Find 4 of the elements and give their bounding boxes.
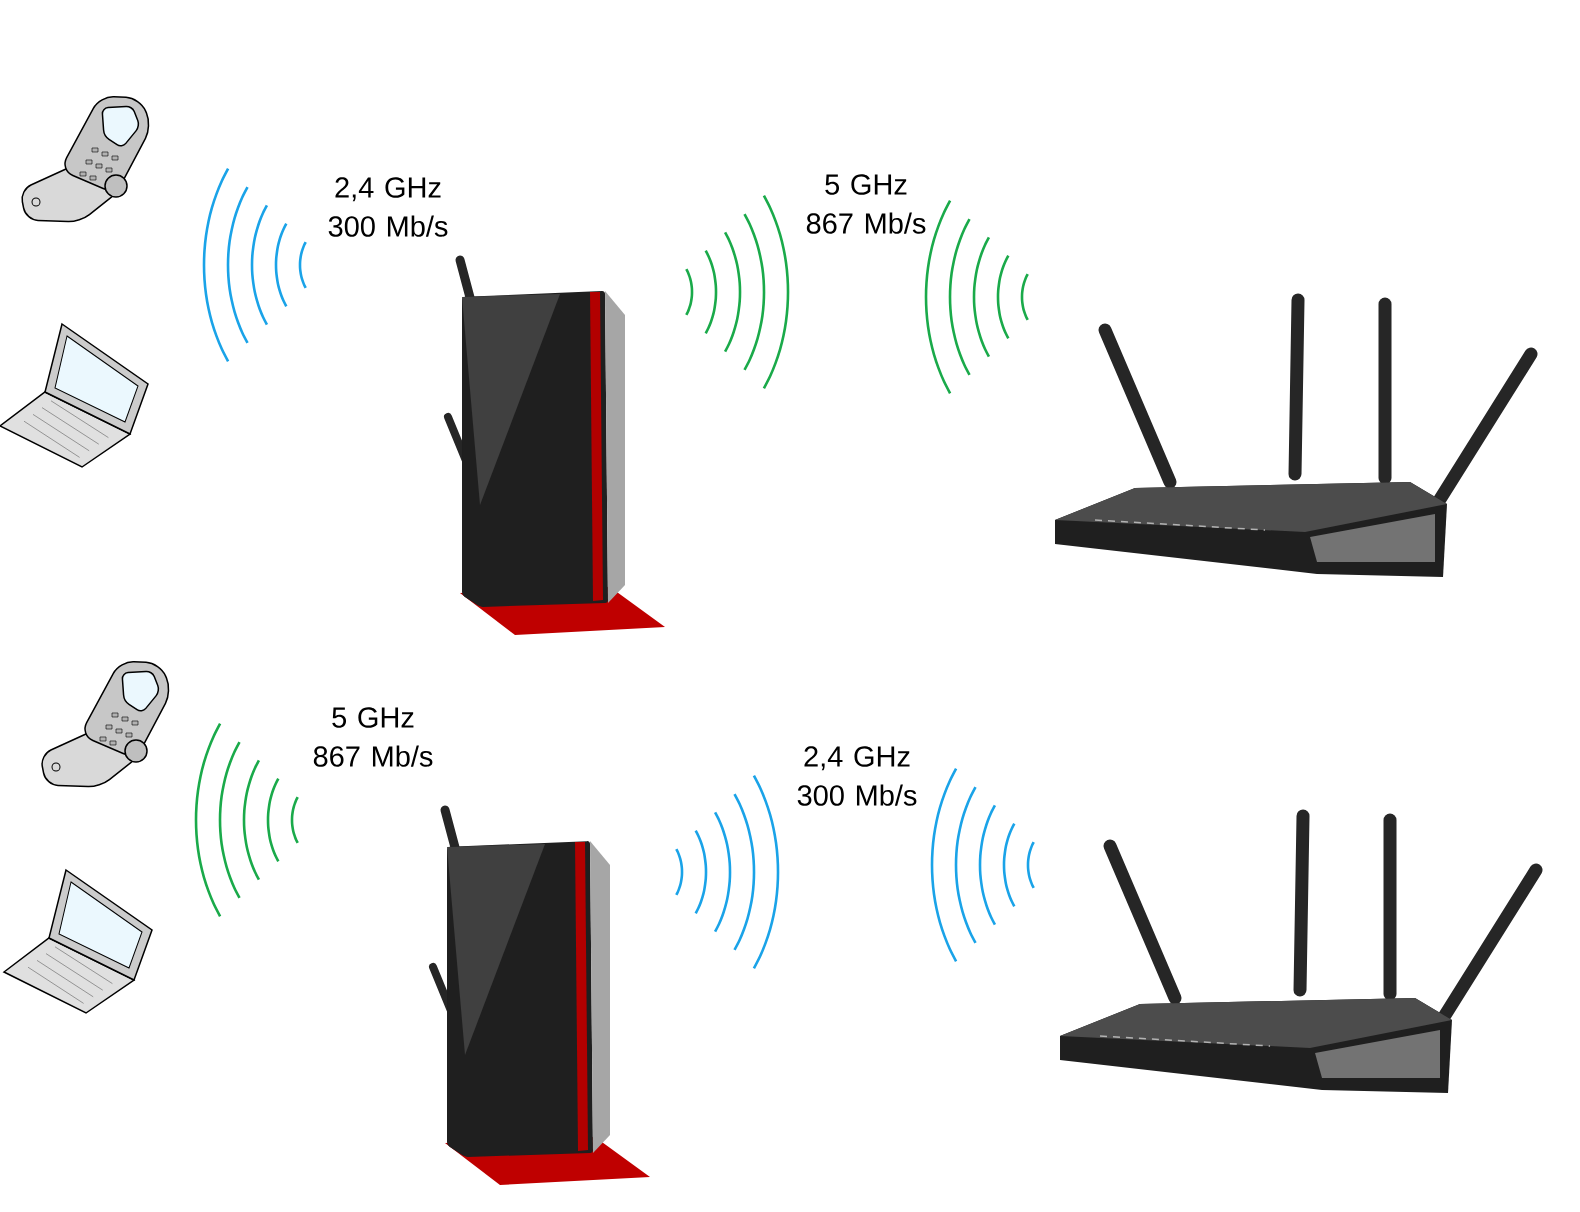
frequency-label: 2,4 GHz 300 Mb/s xyxy=(328,177,448,237)
frequency-label: 2,4 GHz 300 Mb/s xyxy=(797,746,917,806)
frequency-label: 5 GHz 867 Mb/s xyxy=(806,174,926,234)
frequency-label: 5 GHz 867 Mb/s xyxy=(313,707,433,767)
